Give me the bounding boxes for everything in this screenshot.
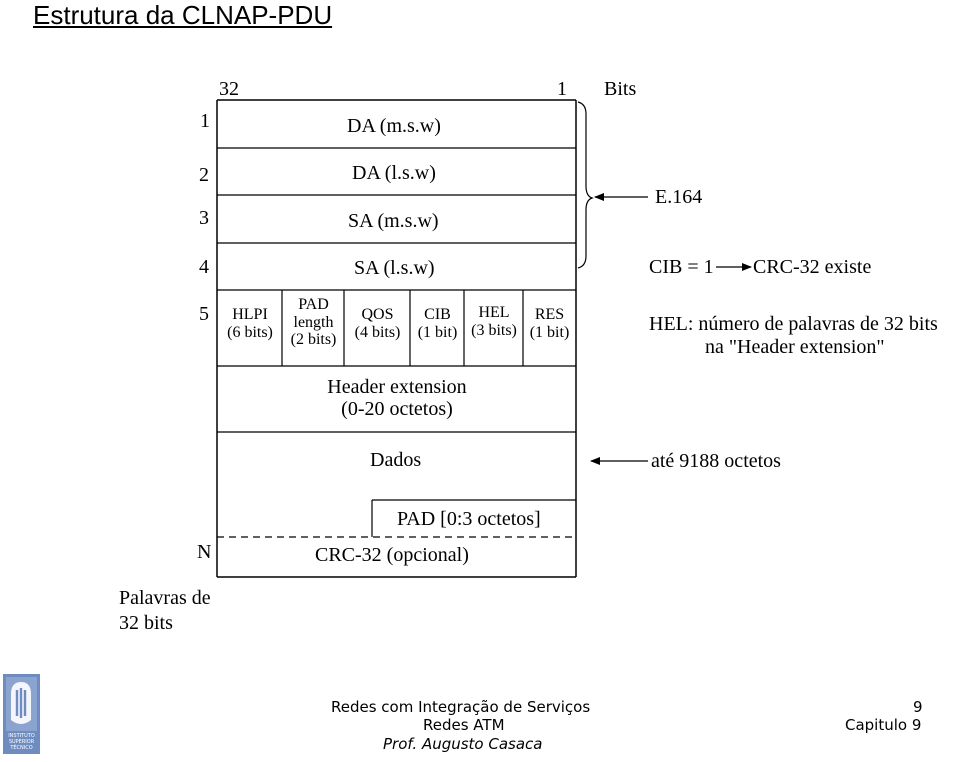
ist-logo-graphic	[3, 674, 40, 754]
header-extension-name: Header extension	[327, 376, 467, 398]
hel-size: (3 bits)	[471, 321, 517, 339]
pad-field: PAD [0:3 octetos]	[397, 508, 541, 530]
footer-author: Prof. Augusto Casaca	[383, 735, 543, 753]
row-number-1: 1	[200, 110, 210, 132]
pad-length-size: (2 bits)	[290, 331, 337, 349]
cib-note-right: CRC-32 existe	[753, 256, 872, 278]
bit-1-label: 1	[557, 78, 567, 100]
res-name: RES	[534, 306, 565, 323]
sa-msw-field: SA (m.s.w)	[348, 210, 439, 232]
hel-note-line1: HEL: número de palavras de 32 bits	[649, 313, 938, 335]
word-size-line2: 32 bits	[119, 612, 173, 634]
footer-course-title: Redes com Integração de Serviços	[331, 698, 591, 716]
e164-note: E.164	[655, 186, 703, 208]
hlpi-field: HLPI (6 bits)	[218, 306, 282, 341]
cib-note-left: CIB = 1	[649, 256, 714, 278]
row-number-n: N	[197, 541, 212, 563]
pad-length-name: PAD	[298, 296, 329, 313]
da-lsw-field: DA (l.s.w)	[352, 162, 436, 184]
ist-logo: INSTITUTO SUPERIOR TÉCNICO	[3, 674, 40, 754]
qos-size: (4 bits)	[354, 323, 401, 341]
bits-unit-label: Bits	[604, 78, 637, 100]
header-extension-size: (0-20 octetos)	[341, 398, 453, 420]
row-number-4: 4	[199, 256, 209, 278]
sa-lsw-field: SA (l.s.w)	[354, 257, 435, 279]
bit-32-label: 32	[219, 78, 239, 100]
dados-field: Dados	[370, 449, 422, 471]
res-size: (1 bit)	[529, 323, 570, 341]
word-size-label: Palavras de 32 bits	[119, 586, 211, 636]
dados-size-note: até 9188 octetos	[651, 450, 781, 472]
header-extension-field: Header extension (0-20 octetos)	[217, 376, 577, 420]
hel-name: HEL	[478, 304, 510, 321]
footer-page-number: 9	[913, 698, 923, 716]
da-msw-field: DA (m.s.w)	[347, 115, 441, 137]
cib-name: CIB	[424, 306, 451, 323]
row-number-3: 3	[199, 207, 209, 229]
hel-field: HEL (3 bits)	[465, 304, 523, 339]
pad-length-field: PAD length (2 bits)	[283, 296, 344, 349]
slide-title: Estrutura da CLNAP-PDU	[33, 0, 333, 30]
cib-field: CIB (1 bit)	[411, 306, 464, 341]
ist-logo-text: INSTITUTO SUPERIOR TÉCNICO	[8, 733, 35, 751]
cib-size: (1 bit)	[417, 323, 458, 341]
hlpi-name: HLPI	[232, 306, 268, 323]
hel-note-line2: na "Header extension"	[705, 336, 885, 358]
crc-field: CRC-32 (opcional)	[315, 544, 469, 566]
res-field: RES (1 bit)	[523, 306, 576, 341]
qos-field: QOS (4 bits)	[345, 306, 410, 341]
row-number-5: 5	[199, 303, 209, 325]
qos-name: QOS	[361, 306, 394, 323]
pad-length-word: length	[293, 313, 334, 331]
row-number-2: 2	[199, 164, 209, 186]
footer-course-subtitle: Redes ATM	[423, 716, 505, 734]
word-size-line1: Palavras de	[119, 587, 211, 609]
footer-chapter: Capitulo 9	[845, 716, 922, 734]
hlpi-size: (6 bits)	[227, 323, 273, 341]
address-brace	[577, 101, 594, 269]
